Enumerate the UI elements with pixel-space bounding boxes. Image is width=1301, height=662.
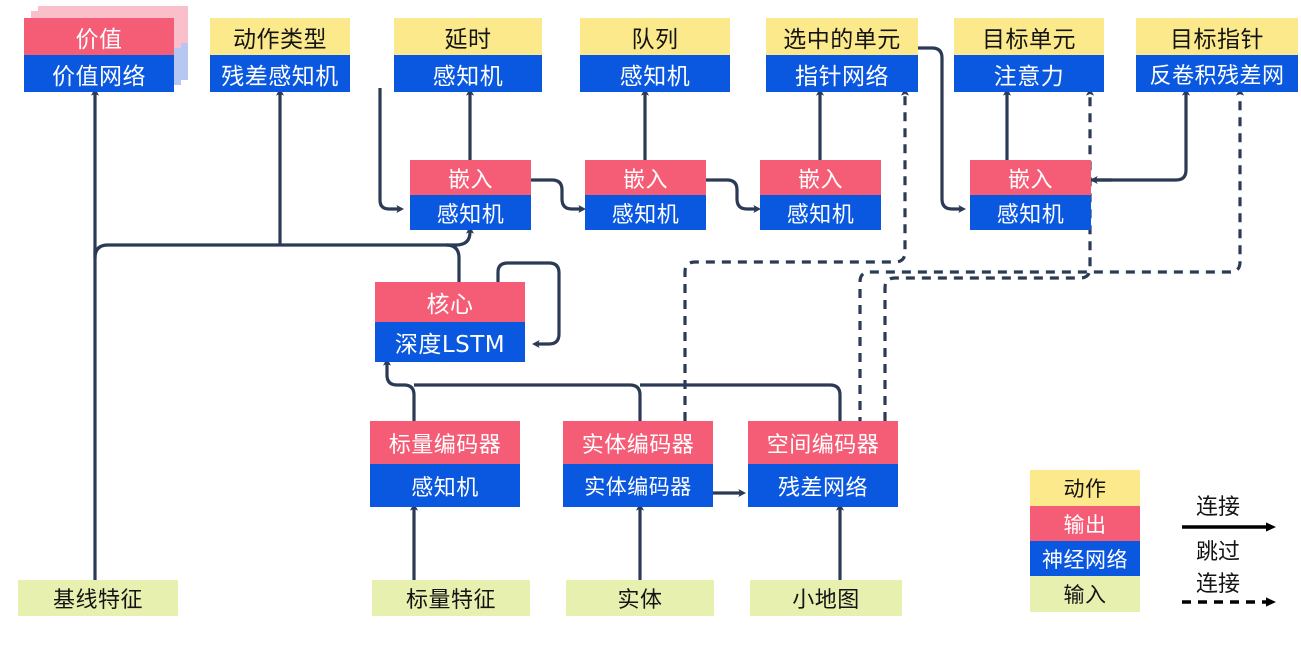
- node-action-type[interactable]: 动作类型 残差感知机: [210, 18, 350, 92]
- node-selected-units-network-label: 指针网络: [766, 55, 918, 92]
- node-target-unit-network-label: 注意力: [954, 55, 1104, 92]
- node-scalar-encoder-output-label: 标量编码器: [370, 421, 520, 464]
- node-selected-units[interactable]: 选中的单元 指针网络: [766, 18, 918, 92]
- node-embed-1[interactable]: 嵌入 感知机: [410, 160, 531, 230]
- node-core-network-label: 深度LSTM: [375, 322, 525, 362]
- node-target-unit-action-label: 目标单元: [954, 18, 1104, 55]
- node-delay[interactable]: 延时 感知机: [394, 18, 542, 92]
- node-embed-3[interactable]: 嵌入 感知机: [760, 160, 881, 230]
- legend-item-network: 神经网络: [1030, 541, 1140, 576]
- node-core[interactable]: 核心 深度LSTM: [375, 282, 525, 362]
- node-embed-3-output-label: 嵌入: [760, 160, 881, 195]
- node-embed-2-output-label: 嵌入: [585, 160, 706, 195]
- legend-item-input: 输入: [1030, 576, 1140, 612]
- legend-label-connect: 连接: [1196, 495, 1241, 520]
- input-minimap[interactable]: 小地图: [750, 580, 902, 616]
- input-baseline-features[interactable]: 基线特征: [18, 580, 178, 616]
- legend-label-skip-line1: 跳过: [1196, 540, 1241, 565]
- input-entities-label: 实体: [566, 580, 714, 616]
- node-target-point[interactable]: 目标指针 反卷积残差网: [1136, 18, 1298, 92]
- input-scalar-features-label: 标量特征: [372, 580, 530, 616]
- input-entities[interactable]: 实体: [566, 580, 714, 616]
- node-embed-1-output-label: 嵌入: [410, 160, 531, 195]
- node-embed-2[interactable]: 嵌入 感知机: [585, 160, 706, 230]
- node-entity-encoder-network-label: 实体编码器: [563, 464, 713, 507]
- node-delay-action-label: 延时: [394, 18, 542, 55]
- node-selected-units-action-label: 选中的单元: [766, 18, 918, 55]
- input-scalar-features[interactable]: 标量特征: [372, 580, 530, 616]
- solid-connections: [90, 46, 1190, 580]
- node-scalar-encoder-network-label: 感知机: [370, 464, 520, 507]
- node-embed-1-network-label: 感知机: [410, 195, 531, 230]
- node-value-network-label: 价值网络: [24, 55, 174, 92]
- node-target-point-action-label: 目标指针: [1136, 18, 1298, 55]
- node-action-type-network-label: 残差感知机: [210, 55, 350, 92]
- node-core-output-label: 核心: [375, 282, 525, 322]
- node-target-unit[interactable]: 目标单元 注意力: [954, 18, 1104, 92]
- input-baseline-features-label: 基线特征: [18, 580, 178, 616]
- node-entity-encoder-output-label: 实体编码器: [563, 421, 713, 464]
- node-queue-network-label: 感知机: [580, 55, 730, 92]
- node-action-type-action-label: 动作类型: [210, 18, 350, 55]
- skip-connections: [683, 87, 1094, 421]
- node-queue[interactable]: 队列 感知机: [580, 18, 730, 92]
- node-delay-network-label: 感知机: [394, 55, 542, 92]
- input-minimap-label: 小地图: [750, 580, 902, 616]
- legend-arrow-lines: [1182, 522, 1276, 607]
- node-queue-action-label: 队列: [580, 18, 730, 55]
- node-spatial-encoder-output-label: 空间编码器: [748, 421, 898, 464]
- node-embed-3-network-label: 感知机: [760, 195, 881, 230]
- legend-item-action: 动作: [1030, 470, 1140, 506]
- node-embed-4[interactable]: 嵌入 感知机: [970, 160, 1091, 230]
- node-value-output-label: 价值: [24, 18, 174, 55]
- node-target-point-network-label: 反卷积残差网: [1136, 55, 1298, 92]
- node-embed-4-network-label: 感知机: [970, 195, 1091, 230]
- node-value[interactable]: 价值 价值网络: [24, 18, 174, 92]
- skip-connections-long: [858, 87, 1244, 426]
- legend-label-skip-line2: 连接: [1196, 572, 1241, 597]
- node-spatial-encoder-network-label: 残差网络: [748, 464, 898, 507]
- node-scalar-encoder[interactable]: 标量编码器 感知机: [370, 421, 520, 507]
- node-spatial-encoder[interactable]: 空间编码器 残差网络: [748, 421, 898, 507]
- legend-color-key: 动作 输出 神经网络 输入: [1030, 470, 1140, 612]
- node-entity-encoder[interactable]: 实体编码器 实体编码器: [563, 421, 713, 507]
- node-embed-4-output-label: 嵌入: [970, 160, 1091, 195]
- node-embed-2-network-label: 感知机: [585, 195, 706, 230]
- legend-item-output: 输出: [1030, 506, 1140, 541]
